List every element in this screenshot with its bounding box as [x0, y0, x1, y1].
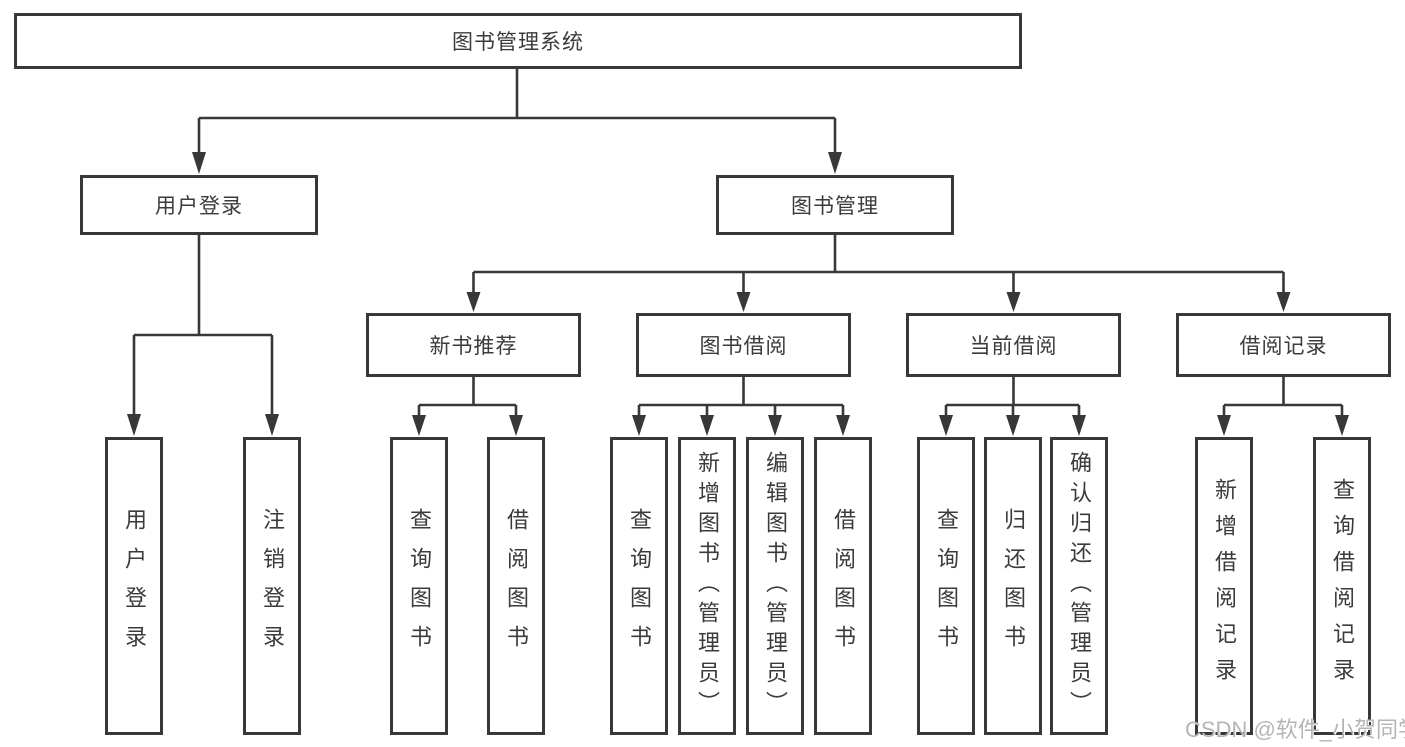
leaf-label: 新增图书（管理员）	[695, 451, 720, 721]
leaf-label: 用户登录	[122, 508, 147, 664]
node-leaf-query-borrow-record: 查询借阅记录	[1313, 437, 1371, 735]
leaf-label: 确认归还（管理员）	[1067, 451, 1092, 721]
node-leaf-borrow-books-2: 借阅图书	[814, 437, 872, 735]
leaf-label: 查询图书	[934, 508, 959, 664]
watermark-text: CSDN @软件_小贺同学	[1185, 717, 1405, 742]
node-new-book-recommend: 新书推荐	[366, 313, 581, 377]
node-leaf-query-books-1: 查询图书	[390, 437, 448, 735]
node-book-management: 图书管理	[716, 175, 954, 235]
leaf-label: 编辑图书（管理员）	[763, 451, 788, 721]
node-leaf-add-book-admin: 新增图书（管理员）	[678, 437, 736, 735]
node-leaf-confirm-return-admin: 确认归还（管理员）	[1050, 437, 1108, 735]
leaf-label: 注销登录	[260, 508, 285, 664]
node-leaf-logout: 注销登录	[243, 437, 301, 735]
node-book-borrowing: 图书借阅	[636, 313, 851, 377]
leaf-label: 归还图书	[1001, 508, 1026, 664]
node-leaf-add-borrow-record: 新增借阅记录	[1195, 437, 1253, 735]
node-leaf-query-books-2: 查询图书	[610, 437, 668, 735]
node-root: 图书管理系统	[14, 13, 1022, 69]
node-user-login: 用户登录	[80, 175, 318, 235]
leaf-label: 借阅图书	[831, 508, 856, 664]
node-current-borrowing: 当前借阅	[906, 313, 1121, 377]
node-leaf-edit-book-admin: 编辑图书（管理员）	[746, 437, 804, 735]
node-leaf-query-books-3: 查询图书	[917, 437, 975, 735]
node-leaf-user-login: 用户登录	[105, 437, 163, 735]
leaf-label: 查询借阅记录	[1330, 478, 1355, 694]
node-leaf-borrow-books-1: 借阅图书	[487, 437, 545, 735]
leaf-label: 查询图书	[627, 508, 652, 664]
leaf-label: 借阅图书	[504, 508, 529, 664]
leaf-label: 新增借阅记录	[1212, 478, 1237, 694]
node-borrowing-records: 借阅记录	[1176, 313, 1391, 377]
node-leaf-return-books: 归还图书	[984, 437, 1042, 735]
leaf-label: 查询图书	[407, 508, 432, 664]
